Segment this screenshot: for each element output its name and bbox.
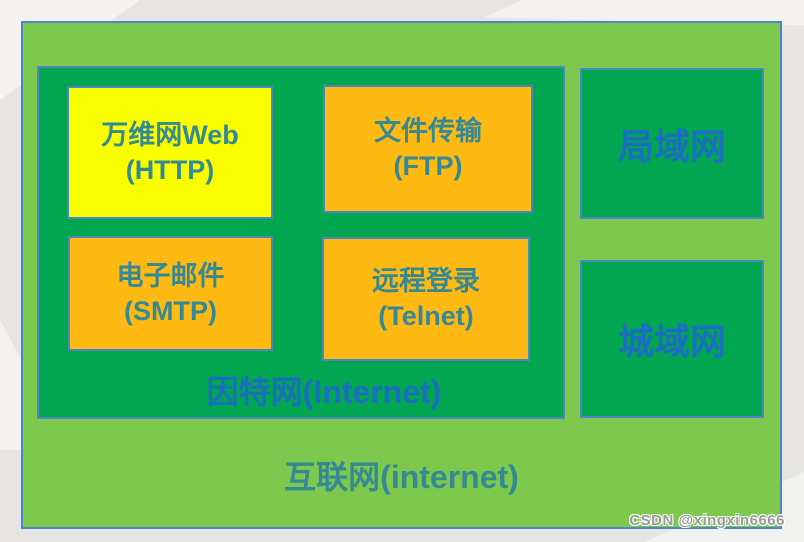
internet-lowercase-container-box: 万维网Web (HTTP) 文件传输 (FTP) 电子邮件 (SMTP) 远程登… <box>21 21 782 529</box>
service-box-ftp-line1: 文件传输 <box>374 116 482 146</box>
service-box-smtp-line2: (SMTP) <box>124 295 217 326</box>
service-box-smtp-line1: 电子邮件 <box>116 260 225 291</box>
network-box-lan: 局域网 <box>580 68 764 219</box>
service-box-web-line1: 万维网Web <box>101 119 239 150</box>
service-box-web-line2: (HTTP) <box>125 154 215 185</box>
service-box-ftp: 文件传输 (FTP) <box>323 85 533 213</box>
service-box-smtp: 电子邮件 (SMTP) <box>68 236 273 351</box>
network-box-lan-label: 局域网 <box>617 125 726 167</box>
service-box-telnet-line1: 远程登录 <box>372 266 480 296</box>
service-box-web: 万维网Web (HTTP) <box>67 86 273 219</box>
internet-capital-label: 因特网(Internet) <box>206 374 442 410</box>
internet-lowercase-label: 互联网(internet) <box>284 459 519 495</box>
network-box-man: 城域网 <box>580 260 764 418</box>
service-box-telnet-line2: (Telnet) <box>378 301 474 331</box>
network-box-man-label: 城域网 <box>617 321 726 362</box>
service-box-telnet: 远程登录 (Telnet) <box>322 237 530 361</box>
internet-capital-container-box: 万维网Web (HTTP) 文件传输 (FTP) 电子邮件 (SMTP) 远程登… <box>37 66 565 419</box>
csdn-watermark: CSDN @xingxin6666 <box>629 512 785 529</box>
service-box-ftp-line2: (FTP) <box>393 151 463 181</box>
